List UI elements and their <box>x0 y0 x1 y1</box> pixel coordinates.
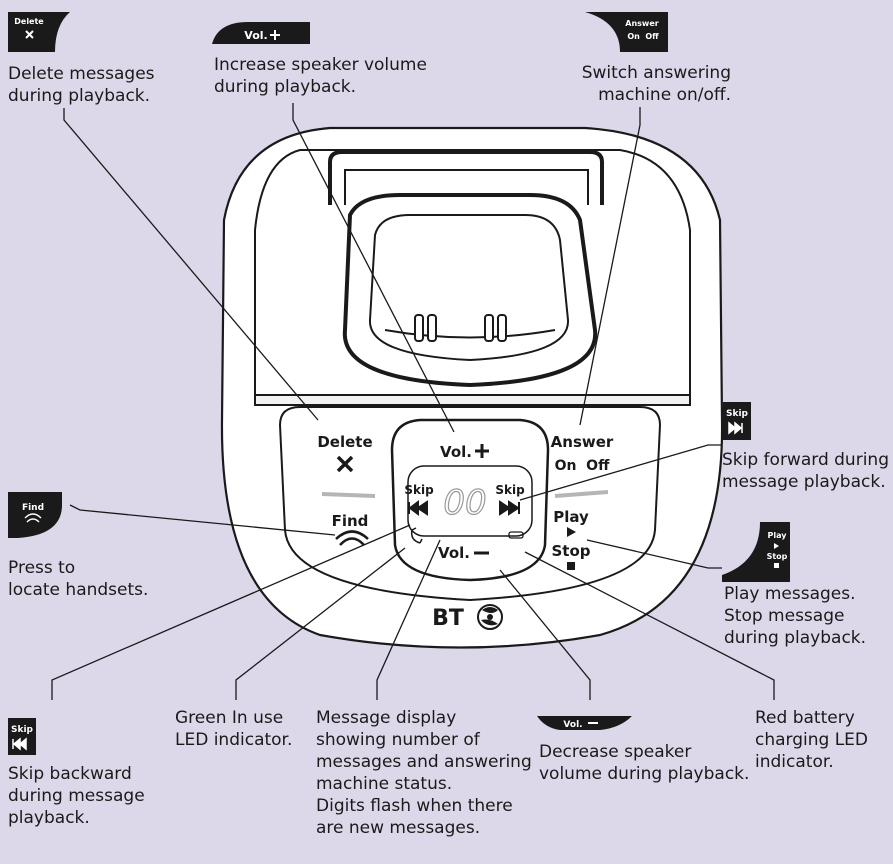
device-on-off-label[interactable]: On Off <box>555 458 611 474</box>
leader-find <box>69 504 336 536</box>
svg-text:Stop: Stop <box>767 552 788 561</box>
handset-icon <box>410 527 423 544</box>
svg-text:Play: Play <box>768 531 788 540</box>
play-triangle-icon[interactable] <box>567 527 576 537</box>
device-find-label[interactable]: Find <box>332 512 369 530</box>
key-tab-vol-minus: Vol. <box>537 716 632 730</box>
caption-in-use-led: Green In use LED indicator. <box>175 708 293 750</box>
leader-battery <box>524 551 775 700</box>
tab-handset-signal-icon <box>24 513 42 523</box>
tab-play-icon <box>774 543 779 549</box>
cradle-floor <box>384 329 556 339</box>
key-tab-skip-backward: Skip <box>8 718 36 755</box>
caption-battery-led: Red battery charging LED indicator. <box>755 708 869 772</box>
key-tab-delete: Delete <box>8 12 70 52</box>
leader-in-use <box>235 547 406 700</box>
display-recess <box>407 465 533 537</box>
svg-text:Vol.: Vol. <box>563 720 582 730</box>
bt-logo-text: BT <box>432 606 464 631</box>
caption-find: Press to locate handsets. <box>8 558 149 600</box>
tab-stop-icon <box>774 563 779 568</box>
battery-icon <box>508 531 524 539</box>
caption-answer: Switch answering machine on/off. <box>581 63 731 105</box>
leader-vol-minus <box>499 569 591 700</box>
separator-left <box>321 492 376 498</box>
device-play-label[interactable]: Play <box>553 508 589 526</box>
tab-plus-icon <box>270 30 280 40</box>
caption-delete: Delete messages during playback. <box>8 64 155 106</box>
caption-vol-plus: Increase speaker volume during playback. <box>214 55 427 97</box>
tab-skip-backward-icon <box>12 737 27 751</box>
base-station-unit <box>220 126 724 649</box>
key-tab-find: Find <box>8 492 62 538</box>
caption-play-stop: Play messages. Stop message during playb… <box>724 584 867 648</box>
svg-text:Find: Find <box>22 503 44 513</box>
leader-delete <box>63 108 319 421</box>
caption-vol-minus: Decrease speaker volume during playback. <box>539 742 750 784</box>
svg-text:Delete: Delete <box>14 17 44 26</box>
charging-contacts <box>414 314 507 342</box>
leader-play <box>586 539 722 569</box>
stop-square-icon[interactable] <box>567 562 575 570</box>
leader-skip-back <box>51 524 411 700</box>
dark-band <box>254 394 691 406</box>
key-tab-answer: Answer On Off <box>585 12 668 52</box>
plus-icon[interactable] <box>475 444 489 458</box>
cross-icon[interactable] <box>336 455 354 473</box>
key-tab-play-stop: Play Stop <box>722 522 790 582</box>
tab-cross-icon <box>25 30 34 39</box>
message-display-digits: 00 <box>443 483 486 523</box>
device-vol-plus-label[interactable]: Vol. <box>440 443 472 461</box>
caption-skip-backward: Skip backward during message playback. <box>8 764 145 828</box>
key-tab-skip-forward: Skip <box>723 402 751 440</box>
handset-signal-icon[interactable] <box>335 530 369 546</box>
leader-answer <box>579 107 641 426</box>
leader-lines <box>51 103 775 700</box>
separator-right <box>554 490 609 498</box>
key-tab-vol-plus: Vol. <box>212 22 310 44</box>
device-vol-minus-label[interactable]: Vol. <box>438 544 470 562</box>
skip-backward-icon[interactable] <box>408 500 428 516</box>
device-delete-label[interactable]: Delete <box>317 433 372 451</box>
caption-skip-forward: Skip forward during message playback. <box>722 450 889 492</box>
svg-text:Skip: Skip <box>11 725 34 735</box>
leader-vol-plus <box>292 103 455 433</box>
device-answer-label[interactable]: Answer <box>551 433 614 451</box>
tab-skip-forward-icon <box>728 421 743 435</box>
svg-text:Skip: Skip <box>726 409 749 419</box>
skip-forward-icon[interactable] <box>499 500 520 516</box>
cradle-inner <box>368 214 570 362</box>
cradle-bowl <box>342 193 598 388</box>
svg-text:Vol.: Vol. <box>244 29 267 42</box>
svg-text:Answer: Answer <box>625 19 658 28</box>
device-skip-right-label[interactable]: Skip <box>495 483 525 497</box>
leader-skip-fwd <box>519 444 722 501</box>
device-stop-label[interactable]: Stop <box>551 542 590 560</box>
bt-globe-logo <box>477 604 503 630</box>
caption-message-display: Message display showing number of messag… <box>316 708 532 838</box>
leader-display <box>376 539 441 700</box>
device-skip-left-label[interactable]: Skip <box>404 483 434 497</box>
svg-text:On Off: On Off <box>627 32 659 41</box>
